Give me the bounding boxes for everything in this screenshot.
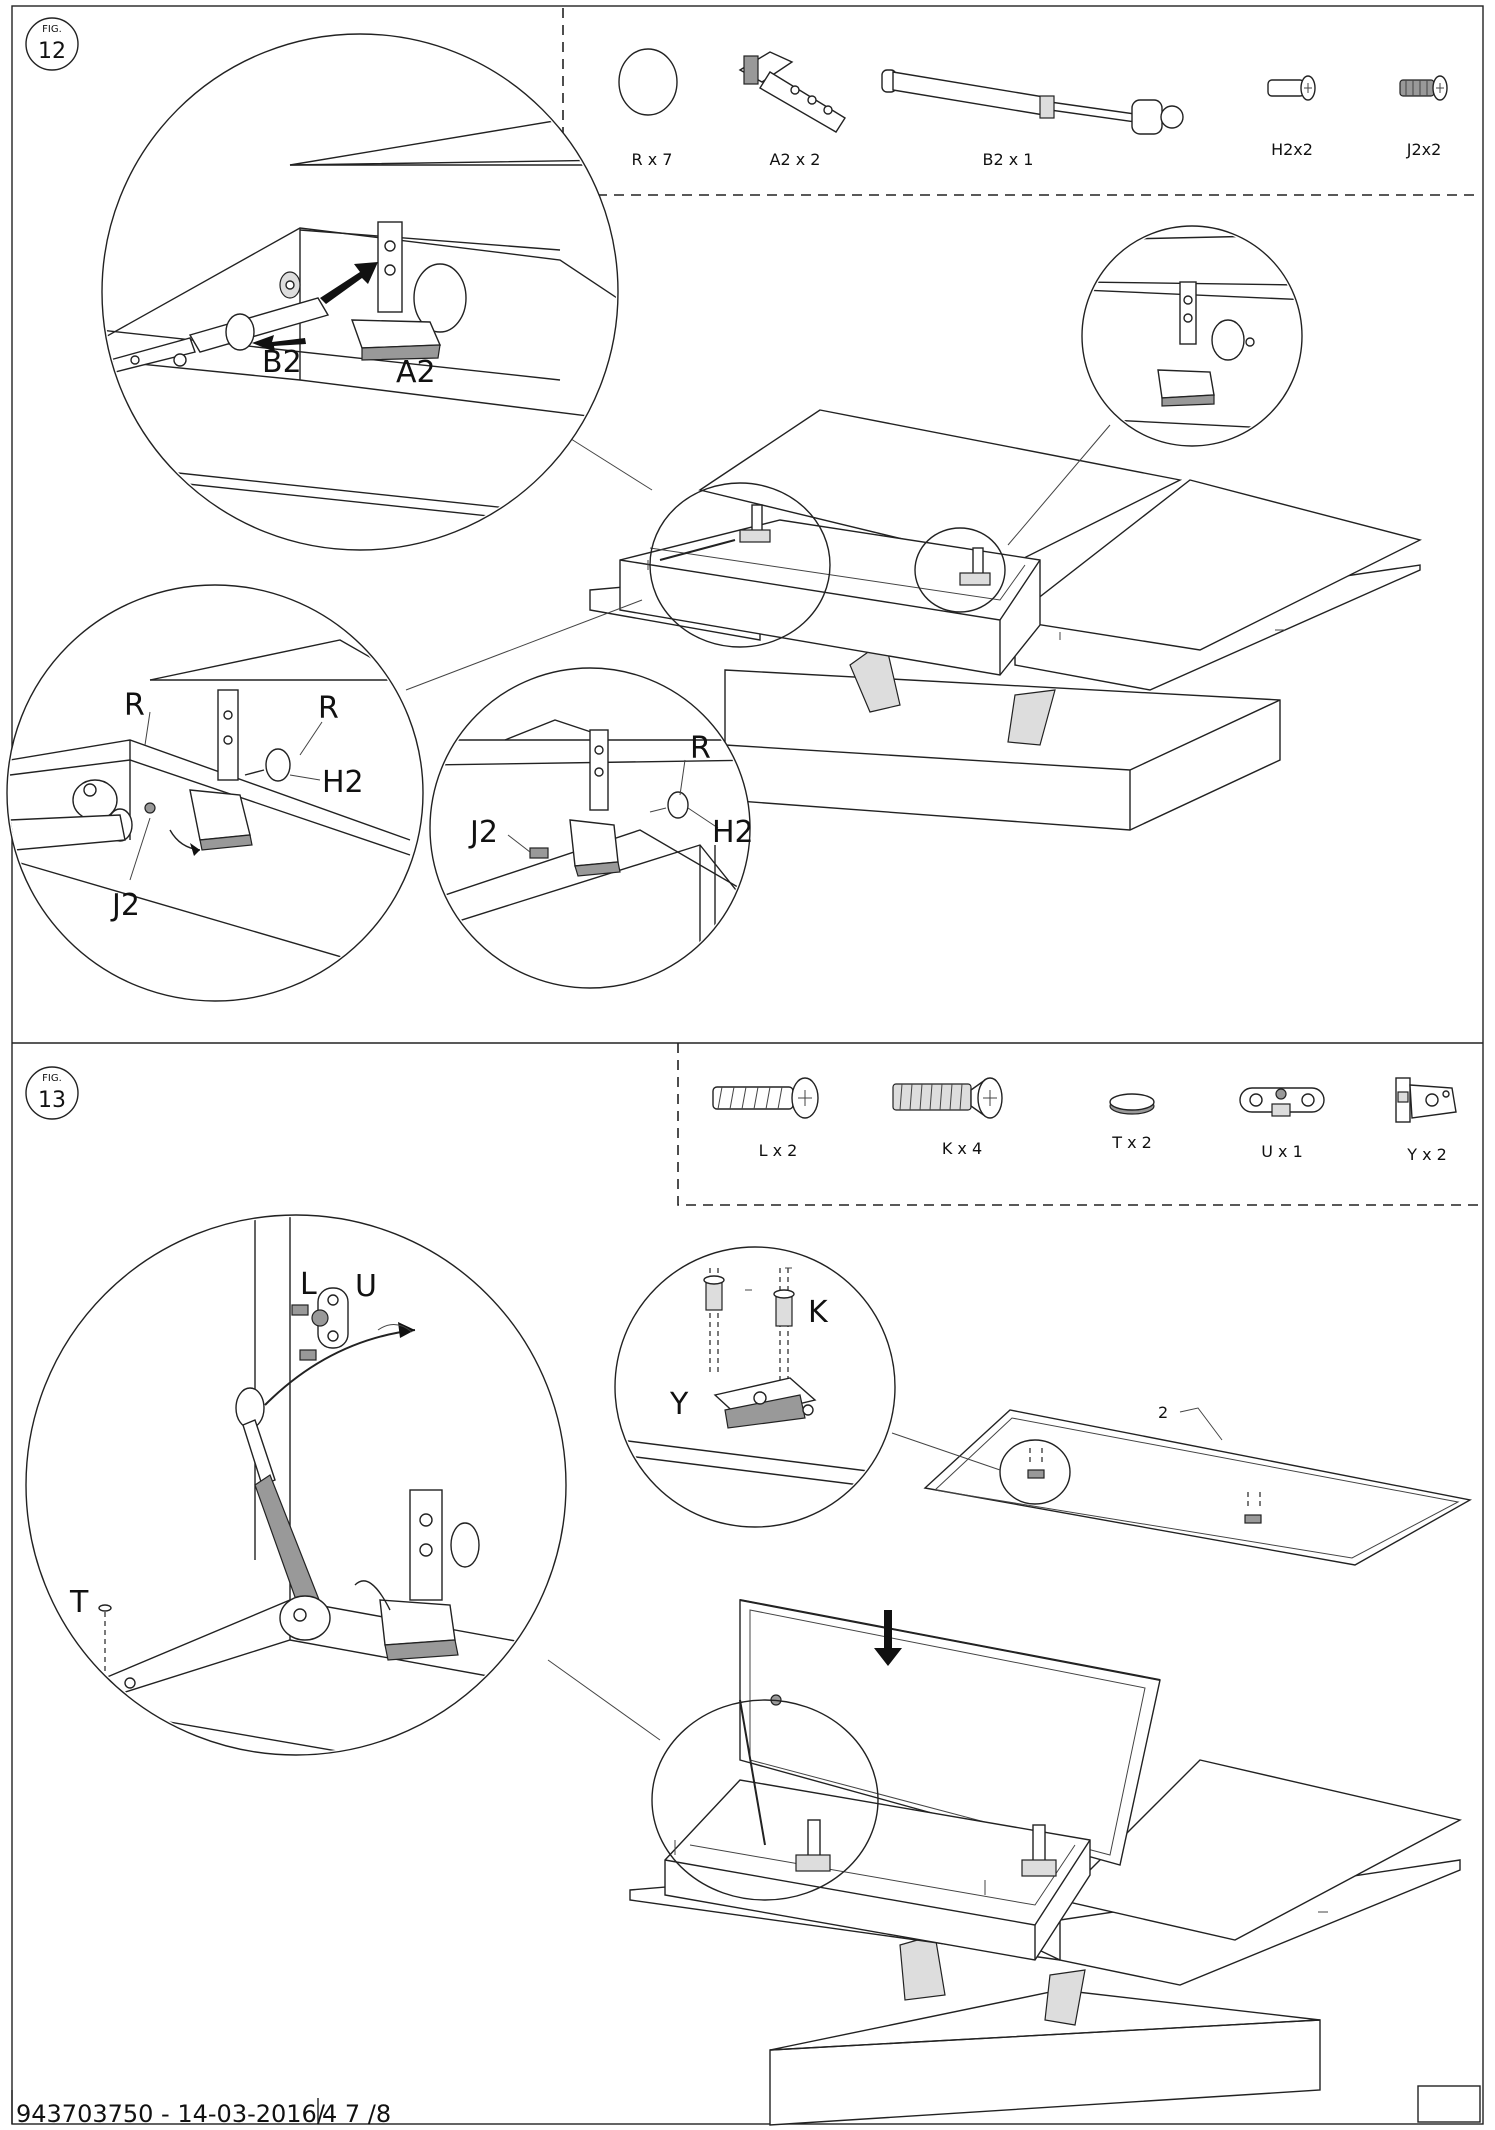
- callout-r-2: R: [318, 691, 339, 726]
- gas-strut-icon: [881, 69, 1184, 135]
- connector-line: [405, 599, 643, 691]
- fig12-label: FIG.: [42, 24, 62, 35]
- mount-plate-icon: [1239, 1087, 1325, 1117]
- callout-k: K: [808, 1295, 829, 1330]
- footer-page: 4 7 /8: [322, 2100, 391, 2128]
- connector-line: [891, 1432, 1001, 1471]
- screw-icon: [1399, 75, 1448, 101]
- footer-doc-code: 943703750 - 14-03-2016/: [16, 2100, 326, 2128]
- callout-u: U: [355, 1269, 377, 1304]
- fig12-parts-box: R x 7 A2 x 2 B2 x 1 H2x2: [562, 8, 1480, 196]
- part-label-l: L x 2: [759, 1141, 798, 1160]
- concealed-hinge-icon: [1395, 1077, 1457, 1123]
- fig13-lid-panel: 2: [923, 1403, 1472, 1566]
- part-label-a2: A2 x 2: [770, 150, 821, 169]
- callout-j2-1: J2: [110, 888, 140, 923]
- detail-j2-h2-right: R J2 H2: [429, 667, 754, 989]
- long-screw-icon: [892, 1077, 1003, 1119]
- part-label-y: Y x 2: [1406, 1145, 1447, 1164]
- fig13-label: FIG.: [42, 1073, 62, 1084]
- detail-k-y: K Y: [614, 1246, 896, 1528]
- disc-cap-icon: [1109, 1093, 1155, 1115]
- detail-hinge-right: [1081, 225, 1303, 447]
- connector-line: [559, 431, 653, 491]
- part-label-h2: H2x2: [1271, 140, 1313, 159]
- callout-h2-1: H2: [322, 765, 364, 800]
- fig12-number: 12: [38, 39, 66, 64]
- part-label-k: K x 4: [942, 1139, 982, 1158]
- round-cap-icon: [618, 48, 678, 116]
- detail-b2-a2: B2 A2: [101, 33, 619, 551]
- callout-t: T: [69, 1585, 89, 1620]
- callout-b2: B2: [262, 345, 302, 380]
- fig12-badge: FIG. 12: [25, 17, 79, 71]
- connector-line: [1007, 424, 1111, 546]
- page-border: [11, 5, 1484, 2125]
- part-label-u: U x 1: [1261, 1142, 1303, 1161]
- fig13-parts-box: L x 2 K x 4 T x 2: [677, 1043, 1480, 1206]
- fig13-badge: FIG. 13: [25, 1066, 79, 1120]
- short-bolt-icon: [1267, 75, 1316, 101]
- callout-2: 2: [1158, 1403, 1168, 1422]
- detail-j2-h2-left: R R H2 J2: [6, 584, 424, 1002]
- hinge-bracket-icon: [738, 51, 846, 133]
- fig12-table-assembly: [589, 409, 1422, 831]
- part-label-r: R x 7: [632, 150, 673, 169]
- fig13-table-assembly: [629, 1599, 1462, 2126]
- part-label-t: T x 2: [1111, 1133, 1152, 1152]
- footer-box: [1417, 2085, 1481, 2123]
- callout-y: Y: [669, 1387, 689, 1422]
- callout-r-1: R: [124, 688, 145, 723]
- connector-line: [547, 1659, 661, 1741]
- chipboard-screw-icon: [712, 1077, 819, 1119]
- detail-t-l-u: L U T: [25, 1214, 567, 1756]
- callout-h2-2: H2: [712, 815, 754, 850]
- callout-r-3: R: [690, 731, 711, 766]
- fig13-number: 13: [38, 1088, 66, 1113]
- part-label-b2: B2 x 1: [983, 150, 1034, 169]
- callout-a2: A2: [396, 355, 436, 390]
- callout-l: L: [300, 1267, 317, 1302]
- callout-j2-2: J2: [468, 815, 498, 850]
- part-label-j2: J2x2: [1406, 140, 1442, 159]
